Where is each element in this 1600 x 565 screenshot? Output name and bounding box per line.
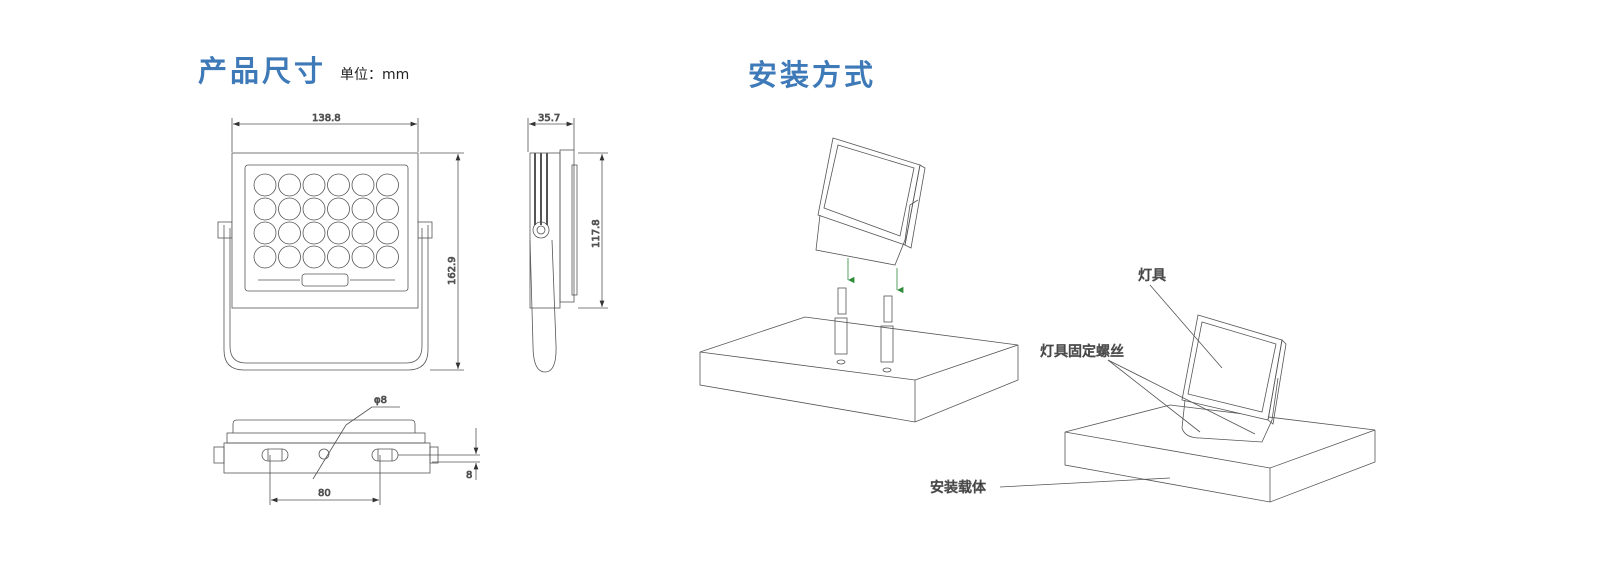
lens — [278, 221, 301, 245]
lens — [278, 197, 301, 221]
unit-label: 单位：mm — [340, 67, 410, 83]
width-dimension: 138.8 — [312, 113, 341, 124]
lens — [253, 221, 277, 245]
body-height-dimension: 117.8 — [591, 219, 602, 248]
lens — [302, 197, 326, 221]
side-view — [529, 149, 578, 373]
slot-dimension: 8 — [466, 470, 472, 481]
lens — [327, 221, 350, 245]
lens — [253, 197, 277, 221]
lens — [253, 245, 277, 269]
lens — [351, 221, 375, 245]
lens — [327, 245, 350, 269]
installation-title: 安装方式 — [748, 58, 877, 92]
lens — [327, 173, 350, 197]
label-mounting-surface: 安装载体 — [930, 480, 986, 496]
lens — [253, 173, 277, 197]
lens — [327, 197, 350, 221]
lens — [376, 173, 399, 197]
hole-diameter: φ8 — [374, 395, 387, 406]
front-dimensions — [231, 118, 464, 371]
lens — [376, 221, 399, 245]
lens — [302, 173, 326, 197]
depth-dimension: 35.7 — [538, 113, 560, 124]
lens — [278, 245, 301, 269]
lens — [351, 173, 375, 197]
lens — [278, 173, 301, 197]
lens — [351, 245, 375, 269]
lens — [376, 197, 399, 221]
bottom-view — [213, 406, 480, 505]
lens — [302, 221, 326, 245]
height-dimension: 162.9 — [447, 256, 458, 285]
lens — [302, 245, 326, 269]
front-view — [217, 152, 433, 371]
label-fixture: 灯具 — [1138, 268, 1166, 284]
dimensions-title: 产品尺寸 — [198, 54, 327, 88]
label-screws: 灯具固定螺丝 — [1040, 344, 1124, 360]
side-dimensions — [527, 118, 608, 309]
install-step-2 — [999, 284, 1376, 503]
install-step-1 — [699, 137, 1019, 423]
lens — [351, 197, 375, 221]
lens — [376, 245, 399, 269]
hole-spacing: 80 — [318, 488, 331, 499]
logo — [301, 273, 349, 287]
